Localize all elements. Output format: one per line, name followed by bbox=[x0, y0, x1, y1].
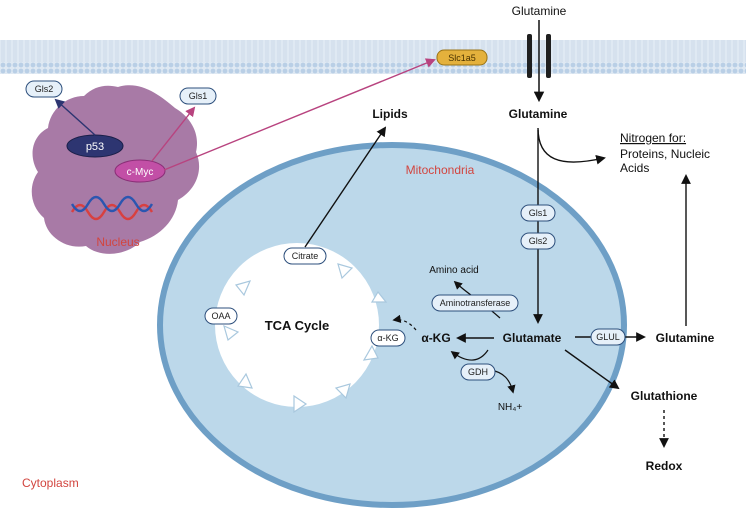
cmyc-to-gls1-arrow bbox=[151, 106, 196, 162]
glutathione-label: Glutathione bbox=[631, 389, 698, 403]
glutamine-extracellular-label: Glutamine bbox=[512, 4, 567, 18]
akg-to-tca-dashed-arrow bbox=[392, 314, 417, 331]
glutamine-cytoplasm-label: Glutamine bbox=[656, 331, 715, 345]
citrate-to-lipids-arrow bbox=[304, 126, 387, 248]
gls2-nucleus-label: Gls2 bbox=[35, 84, 54, 94]
cmyc-to-slc1a5-arrow bbox=[163, 58, 436, 171]
glutamate-to-glutathione-arrow bbox=[564, 349, 620, 390]
cytoplasm-label: Cytoplasm bbox=[22, 476, 79, 490]
cmyc-label: c-Myc bbox=[127, 167, 154, 178]
gls1-mito-label: Gls1 bbox=[529, 208, 548, 218]
gls1-mito-pill: Gls1 bbox=[520, 204, 556, 222]
glutamate-label: Glutamate bbox=[503, 331, 562, 345]
gls2-mito-pill: Gls2 bbox=[520, 232, 556, 250]
tca-cycle-arrows bbox=[223, 263, 388, 414]
akg-ring-pill: α-KG bbox=[370, 329, 406, 347]
nucleus-label: Nucleus bbox=[96, 235, 139, 249]
aminotransferase-label: Aminotransferase bbox=[440, 298, 511, 308]
akg-label: α-KG bbox=[421, 331, 450, 345]
p53-node: p53 bbox=[66, 134, 124, 158]
gls1-nucleus-label: Gls1 bbox=[189, 91, 208, 101]
slc1a5-transporter: Slc1a5 bbox=[436, 49, 488, 66]
gdh-label: GDH bbox=[468, 367, 488, 377]
glutamine-to-nitrogen-arrow bbox=[537, 127, 606, 165]
p53-label: p53 bbox=[86, 141, 104, 153]
nitrogen-label-block: Nitrogen for: Proteins, Nucleic Acids bbox=[620, 131, 710, 175]
cmyc-node: c-Myc bbox=[114, 159, 166, 183]
lipids-label: Lipids bbox=[372, 107, 408, 121]
gdh-pill: GDH bbox=[460, 363, 496, 381]
p53-to-gls2-arrow bbox=[54, 98, 96, 136]
gdh-arrow bbox=[450, 349, 489, 361]
slc1a5-label: Slc1a5 bbox=[448, 53, 476, 63]
glul-pill: GLUL bbox=[590, 328, 626, 346]
redox-label: Redox bbox=[646, 459, 683, 473]
oaa-pill: OAA bbox=[204, 307, 238, 325]
nitrogen-label-line2: Proteins, Nucleic bbox=[620, 147, 710, 161]
dna-helix-icon bbox=[70, 195, 154, 221]
nh4-label: NH₄+ bbox=[498, 402, 523, 413]
citrate-label: Citrate bbox=[292, 251, 319, 261]
nitrogen-label-line3: Acids bbox=[620, 161, 649, 175]
citrate-pill: Citrate bbox=[283, 247, 327, 265]
glutamine-channel bbox=[527, 20, 551, 103]
gls1-nucleus-pill: Gls1 bbox=[179, 87, 217, 105]
mitochondria bbox=[157, 142, 627, 508]
gls2-mito-label: Gls2 bbox=[529, 236, 548, 246]
mitochondria-label: Mitochondria bbox=[406, 163, 475, 177]
aminotransferase-pill: Aminotransferase bbox=[431, 294, 519, 312]
glutamine-intracellular-label: Glutamine bbox=[509, 107, 568, 121]
nitrogen-label-line1: Nitrogen for: bbox=[620, 131, 686, 145]
oaa-label: OAA bbox=[211, 311, 230, 321]
glul-label: GLUL bbox=[596, 332, 620, 342]
amino-acid-label: Amino acid bbox=[429, 265, 478, 276]
cell-membrane bbox=[0, 40, 746, 74]
tca-cycle-label: TCA Cycle bbox=[265, 318, 330, 333]
gls2-nucleus-pill: Gls2 bbox=[25, 80, 63, 98]
akg-ring-label: α-KG bbox=[377, 333, 398, 343]
